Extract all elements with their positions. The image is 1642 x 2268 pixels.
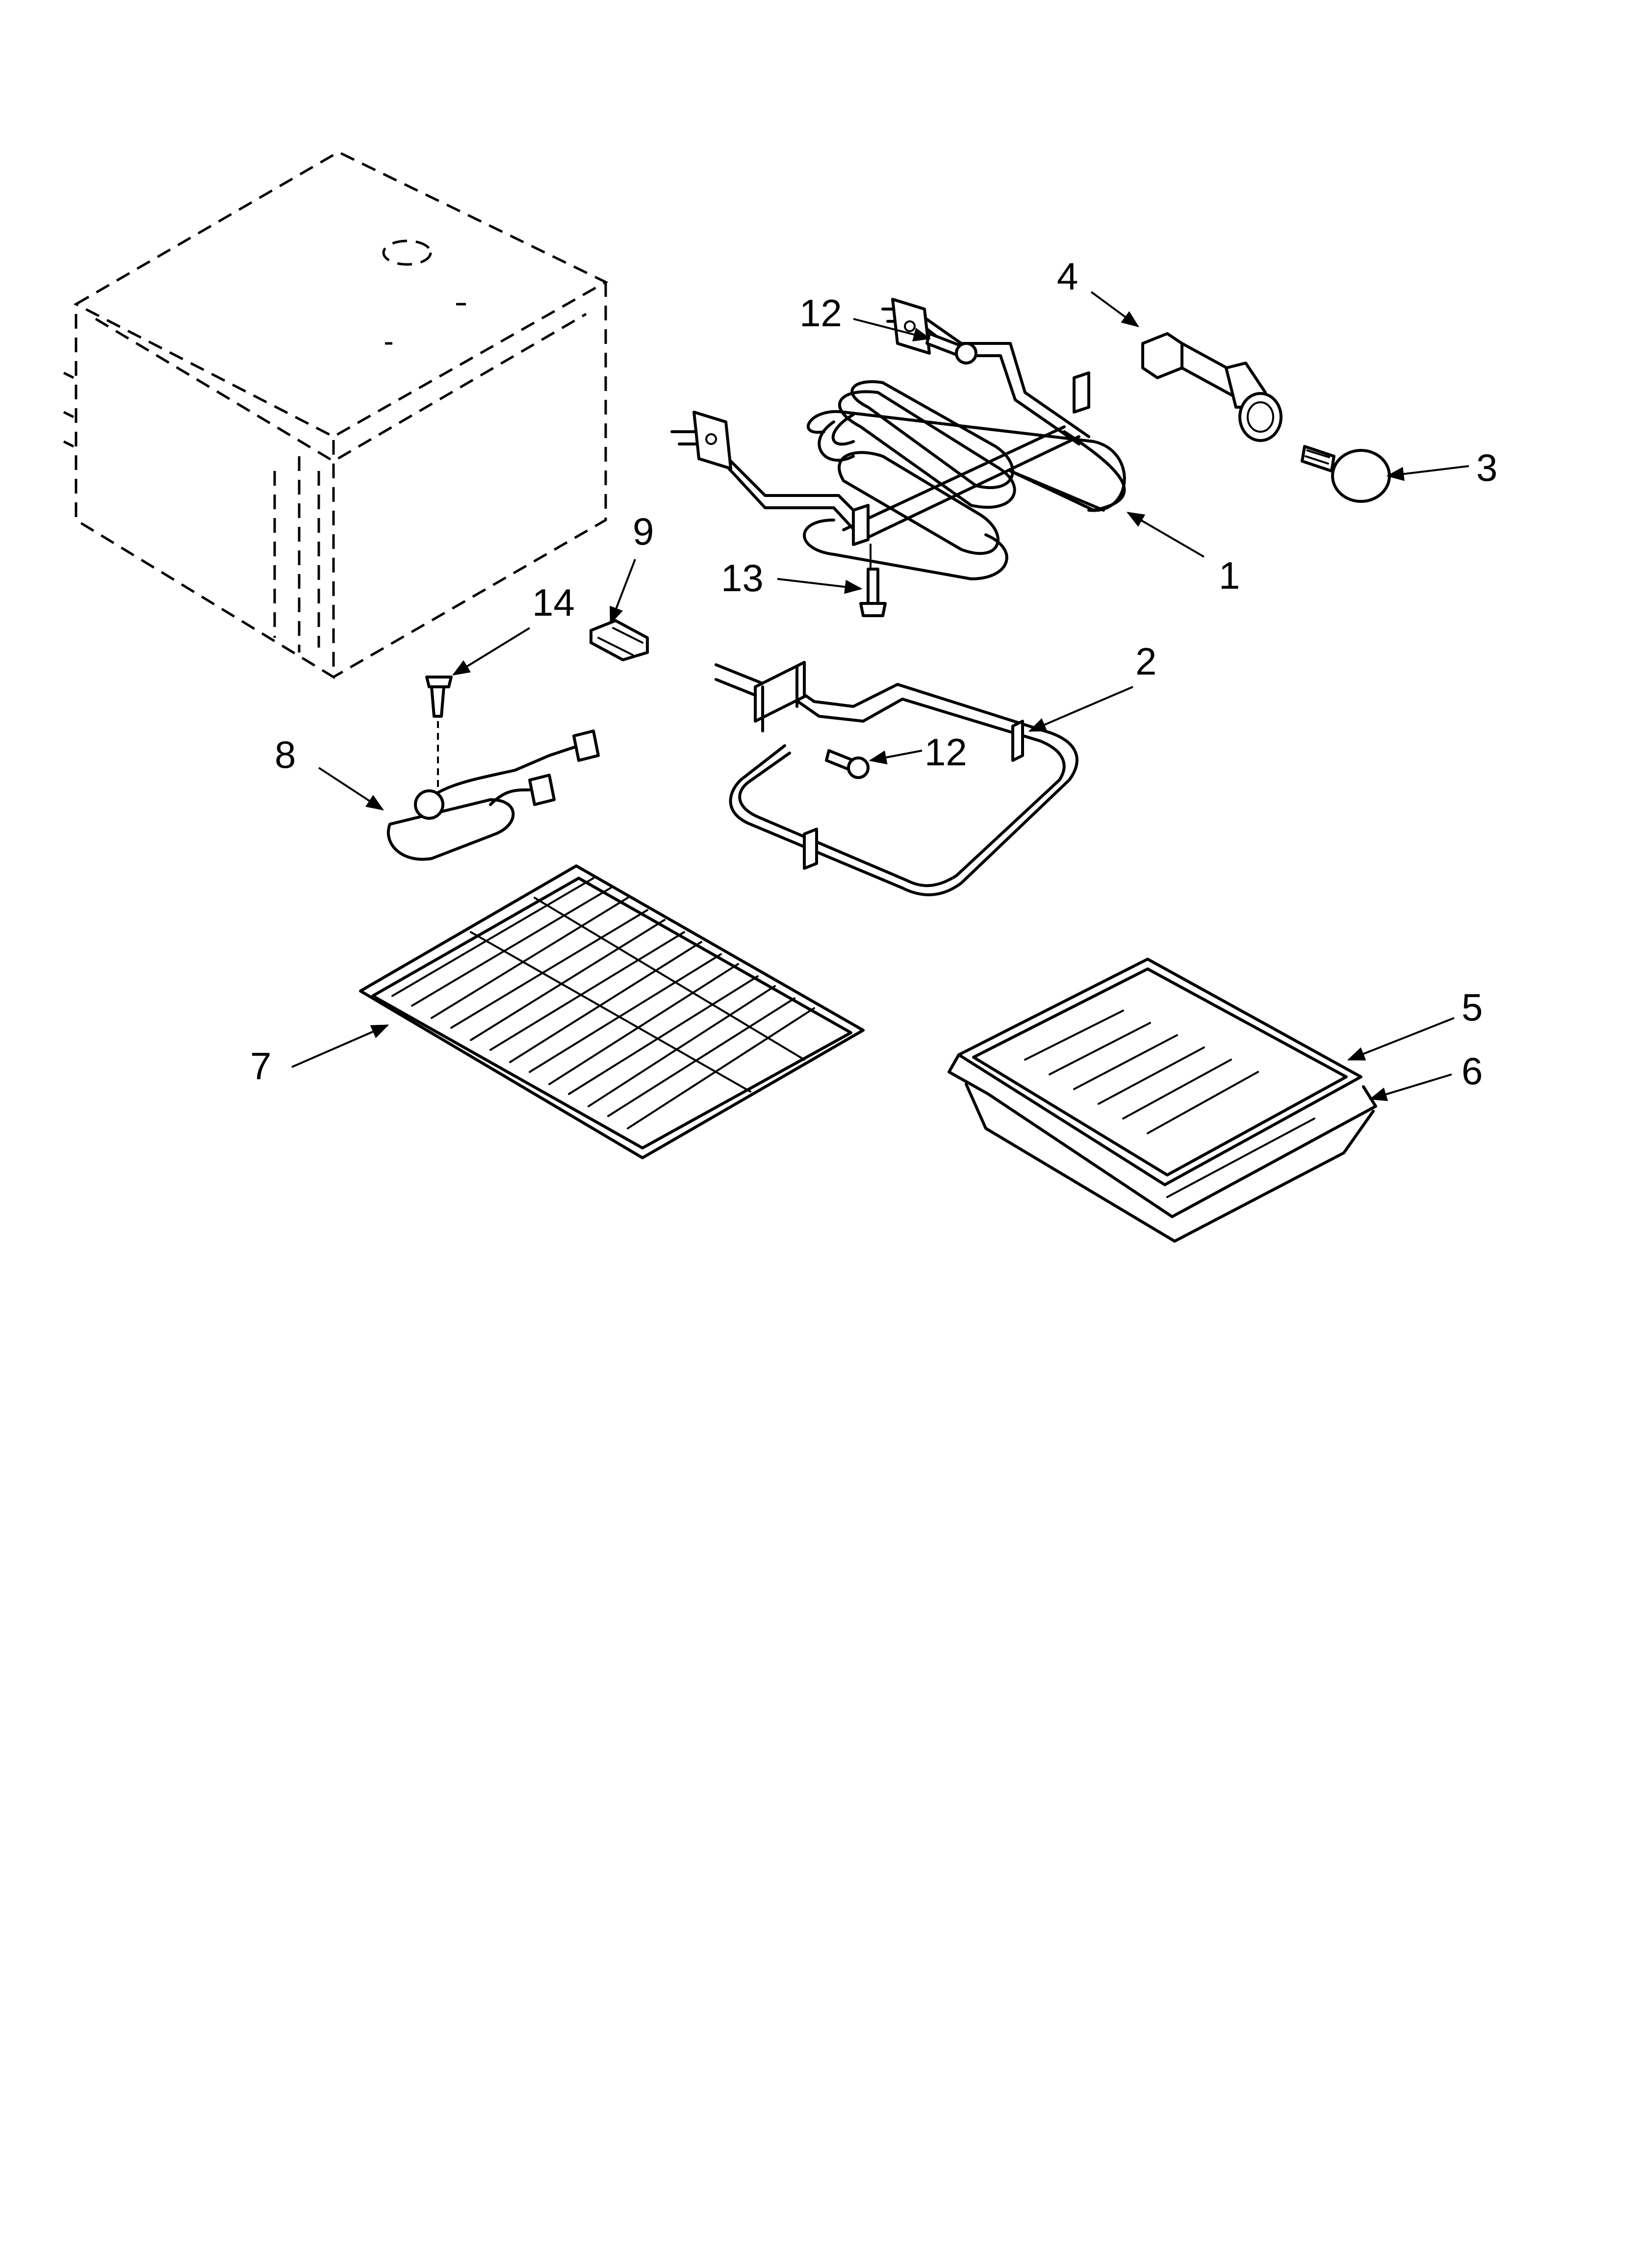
callout-8: 8 (275, 733, 296, 776)
broiler-pan (948, 1053, 1377, 1243)
callout-6: 6 (1462, 1049, 1483, 1093)
callout-1: 1 (1219, 554, 1240, 597)
callout-9: 9 (633, 510, 654, 553)
broil-element (670, 298, 1126, 580)
callout-3: 3 (1476, 446, 1497, 489)
screw-12-lower (825, 749, 870, 779)
screw-13 (859, 544, 887, 617)
oven-cavity-outline (63, 151, 609, 679)
callout-14: 14 (532, 581, 575, 624)
callout-12-lower: 12 (924, 730, 967, 774)
light-bulb (1301, 445, 1391, 503)
screw-14 (425, 676, 453, 790)
light-socket (1141, 332, 1283, 442)
screw-12-upper (925, 332, 977, 365)
callout-13: 13 (721, 556, 764, 600)
sensor-clip (590, 619, 649, 661)
callout-12-upper: 12 (799, 291, 842, 335)
temperature-sensor (386, 730, 600, 861)
callout-5: 5 (1462, 986, 1483, 1029)
bake-element (715, 661, 1078, 896)
broiler-grid (957, 958, 1362, 1186)
callout-2: 2 (1135, 640, 1156, 683)
callout-4: 4 (1057, 255, 1078, 298)
oven-rack (359, 864, 865, 1159)
leader-lines (291, 291, 1469, 1101)
callout-7: 7 (250, 1044, 271, 1088)
